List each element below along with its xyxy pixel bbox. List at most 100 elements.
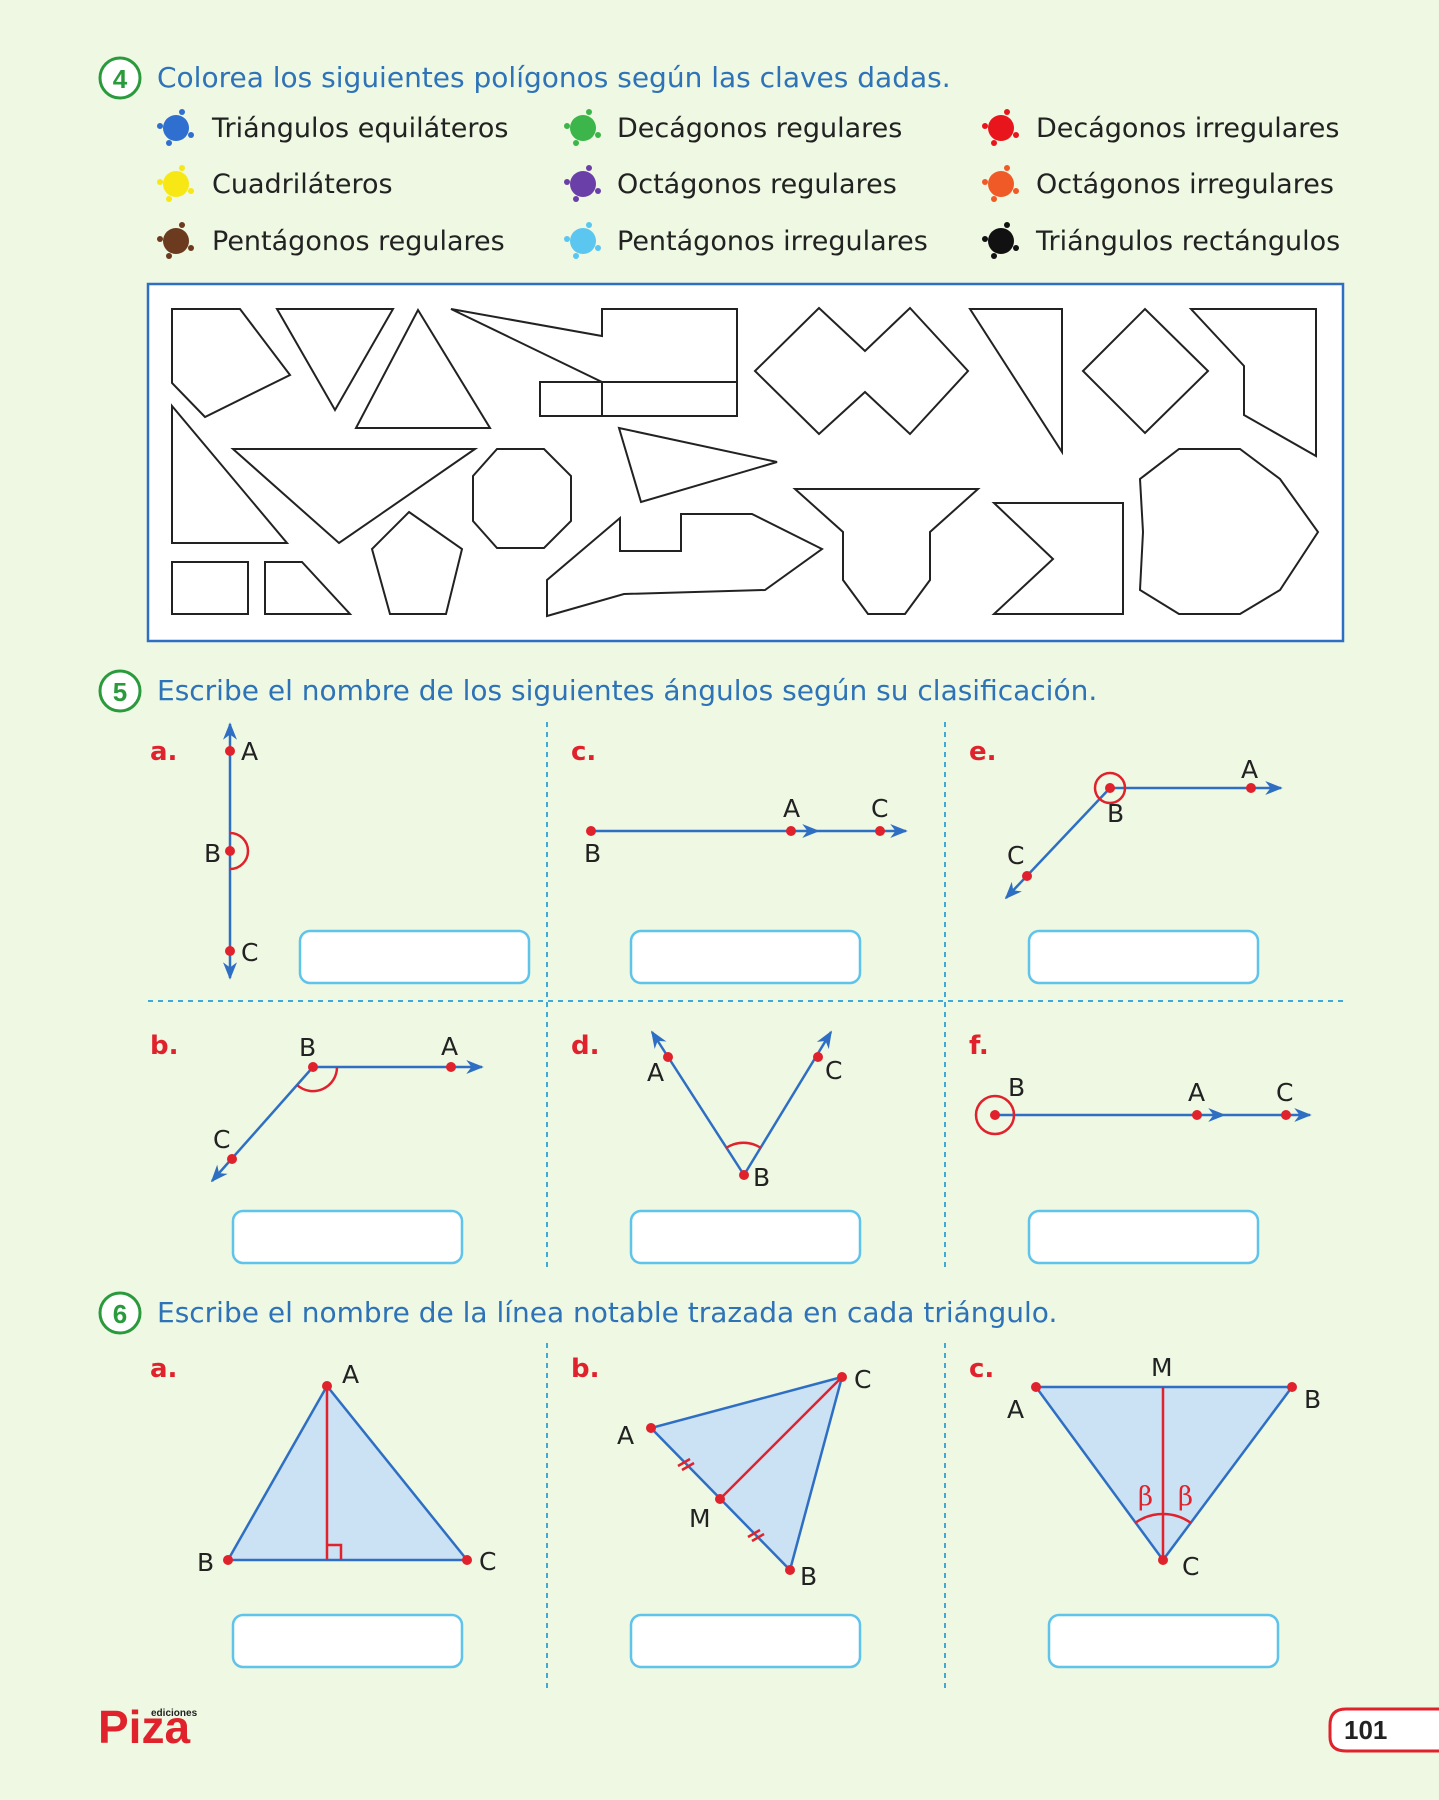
exercise-number: 5: [113, 677, 127, 707]
point-label: M: [1151, 1353, 1173, 1382]
point: [739, 1170, 749, 1180]
point: [990, 1110, 1000, 1120]
color-legend: Triángulos equiláteros Decágonos regular…: [157, 109, 1340, 259]
polygon-shape[interactable]: [171, 308, 292, 419]
answer-box[interactable]: [1027, 1209, 1260, 1265]
exercise-number: 6: [113, 1299, 127, 1329]
legend-item: Triángulos rectángulos: [982, 222, 1340, 259]
polygon-shape[interactable]: [450, 308, 738, 417]
polygons: [171, 306, 1320, 618]
polygon-shape[interactable]: [546, 513, 824, 618]
polygon-shape[interactable]: [1138, 448, 1320, 615]
angle-item-c: c. B A C: [571, 737, 908, 985]
logo-text: Piza: [98, 1701, 190, 1753]
triangle-item-a: a. A B C: [150, 1354, 496, 1669]
polygon-shape[interactable]: [230, 448, 479, 545]
legend-label: Decágonos regulares: [617, 113, 902, 144]
item-letter: f.: [969, 1031, 989, 1061]
point: [786, 826, 796, 836]
paint-splat-icon: [982, 165, 1019, 202]
legend-label: Octágonos regulares: [617, 169, 897, 200]
item-letter: c.: [969, 1354, 994, 1384]
exercise-instruction: Colorea los siguientes polígonos según l…: [157, 61, 951, 94]
legend-label: Decágonos irregulares: [1036, 113, 1339, 144]
triangle-item-b: b. C A M B: [571, 1354, 871, 1669]
answer-box[interactable]: [629, 1209, 862, 1265]
polygon-shape[interactable]: [968, 308, 1063, 456]
item-letter: a.: [150, 737, 177, 767]
polygon-shape[interactable]: [991, 502, 1124, 615]
polygon-shape[interactable]: [472, 448, 572, 549]
point-label: B: [1304, 1385, 1321, 1414]
point-label: A: [1188, 1078, 1205, 1107]
point-label: A: [783, 794, 800, 823]
exercise-number-badge: [98, 669, 142, 713]
paint-splat-icon: [564, 165, 601, 202]
polygon-shape[interactable]: [1081, 307, 1210, 435]
exercise-5: 5 Escribe el nombre de los siguientes án…: [98, 669, 1343, 1270]
exercise-4: 4 Colorea los siguientes polígonos según…: [98, 56, 1345, 643]
polygon-shape[interactable]: [1188, 308, 1317, 458]
point-label: B: [800, 1562, 817, 1591]
answer-box[interactable]: [298, 929, 531, 985]
tick-mark: [751, 1532, 765, 1543]
legend-item: Triángulos equiláteros: [157, 109, 508, 146]
legend-label: Triángulos equiláteros: [211, 113, 508, 144]
polygon-shape[interactable]: [264, 561, 353, 615]
polygon-shape[interactable]: [753, 306, 970, 436]
point-label: C: [241, 938, 258, 967]
point-label: A: [617, 1421, 634, 1450]
legend-item: Decágonos regulares: [564, 109, 902, 146]
point: [225, 746, 235, 756]
angle-arc: [296, 1066, 339, 1093]
point-label: M: [689, 1504, 711, 1533]
polygon-shape[interactable]: [792, 488, 981, 615]
answer-box[interactable]: [1027, 929, 1260, 985]
point: [225, 946, 235, 956]
point: [1246, 783, 1256, 793]
exercise-instruction: Escribe el nombre de los siguientes ángu…: [157, 674, 1097, 707]
point-label: B: [197, 1548, 214, 1577]
legend-label: Pentágonos irregulares: [617, 226, 928, 257]
page-number-tab: [1328, 1707, 1439, 1753]
point: [462, 1555, 472, 1565]
answer-box[interactable]: [231, 1613, 464, 1669]
polygon-shape[interactable]: [171, 561, 249, 615]
paint-splat-icon: [157, 222, 194, 259]
point: [1158, 1555, 1168, 1565]
exercise-number-badge: [98, 56, 142, 100]
item-letter: e.: [969, 737, 997, 767]
point-label: C: [825, 1056, 842, 1085]
paint-splat-icon: [564, 109, 601, 146]
point: [225, 846, 235, 856]
answer-box[interactable]: [1047, 1613, 1280, 1669]
point-label: A: [241, 737, 258, 766]
polygon-shape[interactable]: [275, 308, 395, 413]
point: [1192, 1110, 1202, 1120]
polygon-shape[interactable]: [171, 403, 290, 544]
item-letter: b.: [150, 1031, 179, 1061]
legend-item: Pentágonos irregulares: [564, 222, 928, 259]
polygon-shape[interactable]: [617, 426, 778, 504]
point-label: C: [871, 794, 888, 823]
point: [1287, 1382, 1297, 1392]
polygon-shape[interactable]: [370, 510, 464, 615]
answer-box[interactable]: [231, 1209, 464, 1265]
point-label: A: [342, 1360, 359, 1389]
polygon-shape[interactable]: [354, 307, 492, 429]
legend-item: Octágonos irregulares: [982, 165, 1334, 202]
point-label: B: [299, 1033, 316, 1062]
angle-item-e: e. B A C: [969, 737, 1283, 985]
legend-item: Octágonos regulares: [564, 165, 897, 202]
point: [715, 1494, 725, 1504]
exercise-instruction: Escribe el nombre de la línea notable tr…: [157, 1296, 1057, 1329]
legend-item: Decágonos irregulares: [982, 109, 1339, 146]
angle-item-d: d. A C B: [571, 1030, 862, 1265]
point-label: A: [441, 1032, 458, 1061]
answer-box[interactable]: [629, 1613, 862, 1669]
paint-splat-icon: [157, 165, 194, 202]
point: [446, 1062, 456, 1072]
answer-box[interactable]: [629, 929, 862, 985]
logo-subtitle: ediciones: [151, 1708, 198, 1719]
point: [837, 1372, 847, 1382]
